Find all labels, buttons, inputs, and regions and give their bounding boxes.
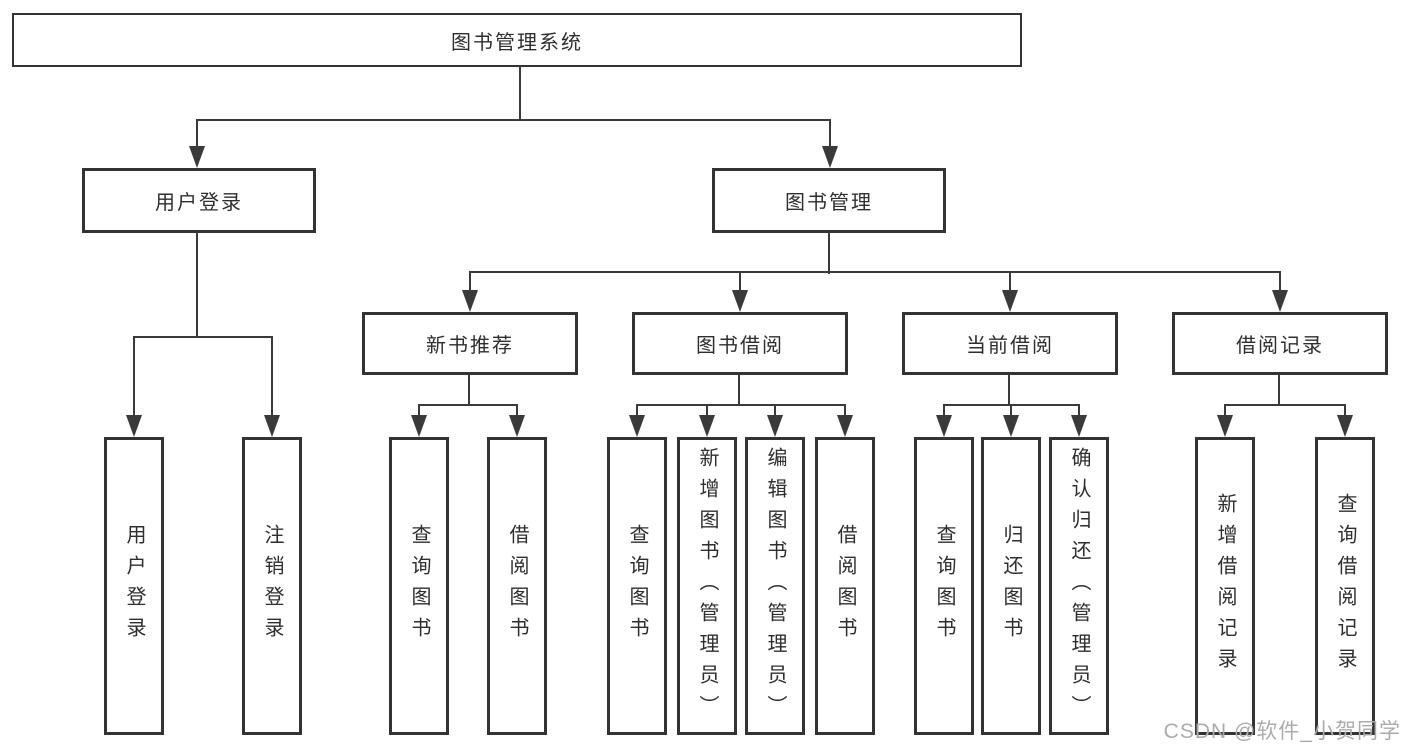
- connector-line: [844, 404, 846, 418]
- leaf-borrow-books: 借阅图书: [815, 437, 875, 735]
- connector-line: [1008, 374, 1010, 406]
- leaf-label: 编辑图书（管理员）: [764, 446, 786, 726]
- arrow-down-icon: [411, 415, 427, 437]
- leaf-return-book: 归还图书: [981, 437, 1041, 735]
- leaf-label: 查询图书: [933, 524, 955, 648]
- node-book-management: 图书管理: [712, 168, 946, 233]
- node-label: 当前借阅: [966, 335, 1054, 357]
- leaf-logout: 注销登录: [242, 437, 302, 735]
- leaf-label: 查询图书: [408, 524, 430, 648]
- arrow-down-icon: [767, 415, 783, 437]
- connector-line: [1224, 404, 1346, 406]
- connector-line: [418, 404, 518, 406]
- arrow-down-icon: [1337, 415, 1353, 437]
- arrow-down-icon: [629, 415, 645, 437]
- leaf-add-book-admin: 新增图书（管理员）: [677, 437, 737, 735]
- node-library-system: 图书管理系统: [12, 13, 1022, 67]
- connector-line: [1278, 374, 1280, 406]
- connector-line: [738, 374, 740, 406]
- leaf-confirm-return-admin: 确认归还（管理员）: [1049, 437, 1109, 735]
- arrow-down-icon: [462, 290, 478, 312]
- arrow-down-icon: [189, 146, 205, 168]
- connector-line: [196, 119, 831, 121]
- connector-line: [133, 336, 273, 338]
- leaf-label: 查询借阅记录: [1334, 493, 1356, 679]
- leaf-user-login: 用户登录: [104, 437, 164, 735]
- arrow-down-icon: [837, 415, 853, 437]
- connector-line: [706, 404, 708, 418]
- arrow-down-icon: [936, 415, 952, 437]
- node-current-borrowing: 当前借阅: [902, 312, 1118, 375]
- node-user-login: 用户登录: [82, 168, 316, 233]
- leaf-label: 注销登录: [261, 524, 283, 648]
- connector-line: [469, 271, 471, 292]
- leaf-query-books-current: 查询图书: [914, 437, 974, 735]
- arrow-down-icon: [126, 415, 142, 437]
- connector-line: [519, 66, 521, 121]
- connector-line: [1009, 271, 1011, 292]
- arrow-down-icon: [1217, 415, 1233, 437]
- leaf-label: 新增图书（管理员）: [696, 446, 718, 726]
- node-label: 用户登录: [155, 192, 243, 214]
- leaf-label: 新增借阅记录: [1214, 493, 1236, 679]
- connector-line: [829, 119, 831, 149]
- leaf-borrow-books-recommend: 借阅图书: [487, 437, 547, 735]
- leaf-label: 用户登录: [123, 524, 145, 648]
- node-label: 借阅记录: [1236, 335, 1324, 357]
- arrow-down-icon: [1272, 290, 1288, 312]
- connector-line: [774, 404, 776, 418]
- arrow-down-icon: [1002, 290, 1018, 312]
- watermark: CSDN @软件_小贺同学: [1163, 720, 1401, 743]
- node-label: 图书借阅: [696, 335, 784, 357]
- connector-line: [1010, 404, 1012, 418]
- connector-line: [271, 336, 273, 418]
- connector-line: [1078, 404, 1080, 418]
- connector-line: [196, 119, 198, 149]
- leaf-label: 借阅图书: [506, 524, 528, 648]
- leaf-label: 确认归还（管理员）: [1068, 446, 1090, 726]
- connector-line: [943, 404, 945, 418]
- connector-line: [418, 404, 420, 418]
- arrow-down-icon: [732, 290, 748, 312]
- leaf-label: 查询图书: [626, 524, 648, 648]
- connector-line: [133, 336, 135, 418]
- connector-line: [636, 404, 846, 406]
- connector-line: [196, 232, 198, 338]
- connector-line: [636, 404, 638, 418]
- leaf-edit-book-admin: 编辑图书（管理员）: [745, 437, 805, 735]
- connector-line: [1344, 404, 1346, 418]
- node-new-book-recommendation: 新书推荐: [362, 312, 578, 375]
- node-label: 新书推荐: [426, 335, 514, 357]
- connector-line: [516, 404, 518, 418]
- arrow-down-icon: [699, 415, 715, 437]
- connector-line: [468, 374, 470, 406]
- node-borrowing-records: 借阅记录: [1172, 312, 1388, 375]
- leaf-label: 借阅图书: [834, 524, 856, 648]
- node-label: 图书管理系统: [451, 31, 583, 54]
- connector-line: [828, 232, 830, 274]
- leaf-query-borrow-record: 查询借阅记录: [1315, 437, 1375, 735]
- arrow-down-icon: [1071, 415, 1087, 437]
- connector-line: [1279, 271, 1281, 292]
- connector-line: [469, 271, 1281, 273]
- leaf-label: 归还图书: [1000, 524, 1022, 648]
- connector-line: [1224, 404, 1226, 418]
- node-label: 图书管理: [785, 192, 873, 214]
- leaf-query-books-recommend: 查询图书: [389, 437, 449, 735]
- connector-line: [739, 271, 741, 292]
- arrow-down-icon: [264, 415, 280, 437]
- arrow-down-icon: [822, 146, 838, 168]
- leaf-add-borrow-record: 新增借阅记录: [1195, 437, 1255, 735]
- arrow-down-icon: [1003, 415, 1019, 437]
- leaf-query-books-borrow: 查询图书: [607, 437, 667, 735]
- node-book-borrowing: 图书借阅: [632, 312, 848, 375]
- arrow-down-icon: [509, 415, 525, 437]
